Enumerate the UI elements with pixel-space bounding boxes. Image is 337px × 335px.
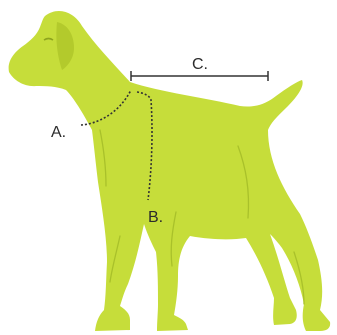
label-back: C. xyxy=(192,56,208,73)
dog-silhouette xyxy=(9,11,331,331)
label-neck: A. xyxy=(51,124,66,141)
dog-body-shape xyxy=(9,11,331,331)
label-chest: B. xyxy=(148,209,163,226)
measurement-back: C. xyxy=(131,56,268,81)
